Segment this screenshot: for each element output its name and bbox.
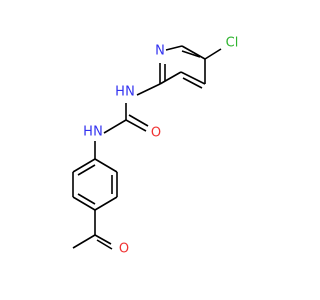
molecule-canvas: Cl N H N O H N O bbox=[72, 36, 238, 257]
urea-nh-bottom-h-label: H bbox=[83, 125, 93, 140]
bond-c3-c4-inner bbox=[182, 77, 203, 89]
bond-c5-c6-inner bbox=[181, 50, 201, 58]
bond-carbonyl-o-double bbox=[128, 114, 149, 127]
atom-labels: Cl N H N O H N O bbox=[83, 36, 238, 257]
bond-ph4-ph5 bbox=[72, 196, 96, 211]
urea-nh-top-h-label: H bbox=[115, 85, 125, 100]
bond-acetyl-o-double bbox=[96, 239, 113, 250]
ketone-oxygen-label: O bbox=[119, 242, 129, 257]
bond-acetyl-o bbox=[94, 234, 112, 245]
bond-ph3-ph4 bbox=[94, 196, 118, 211]
bond-c2-nh bbox=[136, 83, 161, 96]
bond-ph6-ph1 bbox=[72, 158, 96, 173]
urea-nh-bottom-n-label: N bbox=[93, 125, 103, 140]
bond-acetyl-methyl bbox=[72, 234, 96, 249]
urea-nh-top-n-label: N bbox=[125, 85, 135, 100]
urea-oxygen-label: O bbox=[151, 126, 161, 141]
bond-carbonyl-o bbox=[125, 119, 147, 132]
structure-drawing: Cl N H N O H N O bbox=[72, 36, 238, 257]
bond-ph1-ph2 bbox=[94, 158, 118, 173]
bond-ph6-ph1-inner bbox=[77, 164, 96, 176]
bond-c6-n1 bbox=[165, 45, 183, 51]
bond-ph4-ph5-inner bbox=[77, 193, 96, 205]
pyridine-nitrogen-label: N bbox=[155, 44, 165, 59]
bond-carbonyl-nh bbox=[103, 119, 127, 134]
chlorine-label: Cl bbox=[226, 36, 239, 51]
bond-c3-c4 bbox=[180, 71, 206, 85]
bond-c5-cl bbox=[204, 48, 222, 60]
bond-c2-c3 bbox=[159, 71, 182, 85]
bond-c5-c6 bbox=[181, 45, 206, 60]
bond-layer bbox=[72, 45, 222, 250]
